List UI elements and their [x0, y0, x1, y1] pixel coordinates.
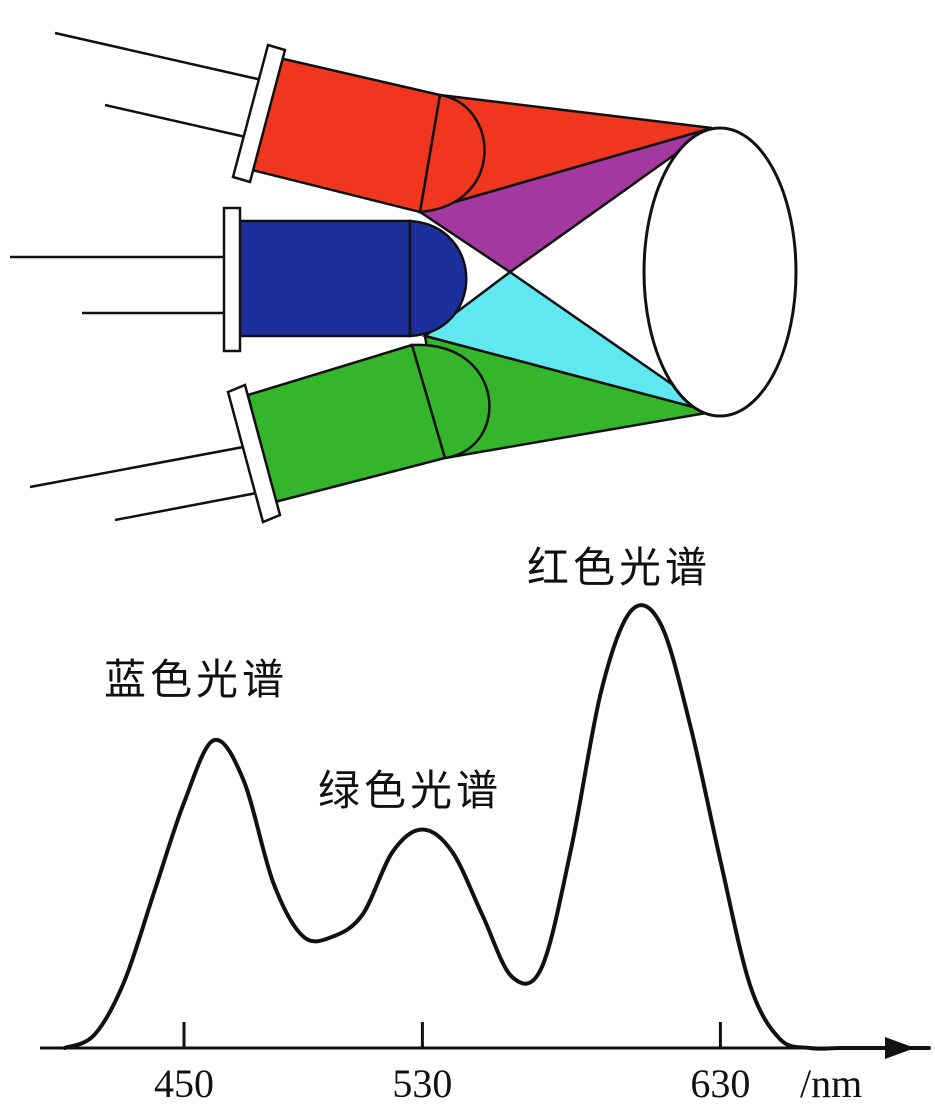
green-spectrum-label: 绿色光谱	[318, 766, 502, 815]
blue-led-base	[222, 206, 242, 353]
x-axis-unit: /nm	[800, 1061, 862, 1106]
green-led-body	[246, 343, 447, 504]
green-led-lead	[29, 443, 255, 489]
red-led-base	[231, 43, 287, 184]
led-diagram	[10, 31, 798, 524]
magenta-mix-region	[417, 126, 713, 274]
x-tick-label: 530	[392, 1061, 452, 1106]
x-tick-label: 450	[154, 1061, 214, 1106]
red-led-body	[250, 55, 442, 214]
green-led-lead	[114, 490, 263, 522]
blue-spectrum-label: 蓝色光谱	[104, 655, 288, 704]
x-tick-label: 630	[690, 1061, 750, 1106]
blue-led-body	[238, 219, 412, 338]
green-led-base	[226, 383, 282, 524]
red-spectrum-label: 红色光谱	[527, 543, 711, 592]
spectrum-curve	[62, 603, 931, 1051]
blue-led-lens	[408, 219, 468, 338]
red-led	[54, 31, 486, 214]
blue-led	[10, 206, 468, 353]
target-ellipse	[642, 126, 798, 418]
spectrum-plot: 450 530 630 /nm 蓝色光谱 绿色光谱 红色光谱	[40, 543, 931, 1106]
green-led	[29, 343, 491, 524]
x-axis-ticks: 450 530 630	[154, 1022, 750, 1106]
red-led-lens	[418, 93, 486, 214]
green-led-lens	[410, 343, 491, 460]
red-led-lead	[54, 31, 263, 82]
red-led-lead	[104, 103, 251, 140]
